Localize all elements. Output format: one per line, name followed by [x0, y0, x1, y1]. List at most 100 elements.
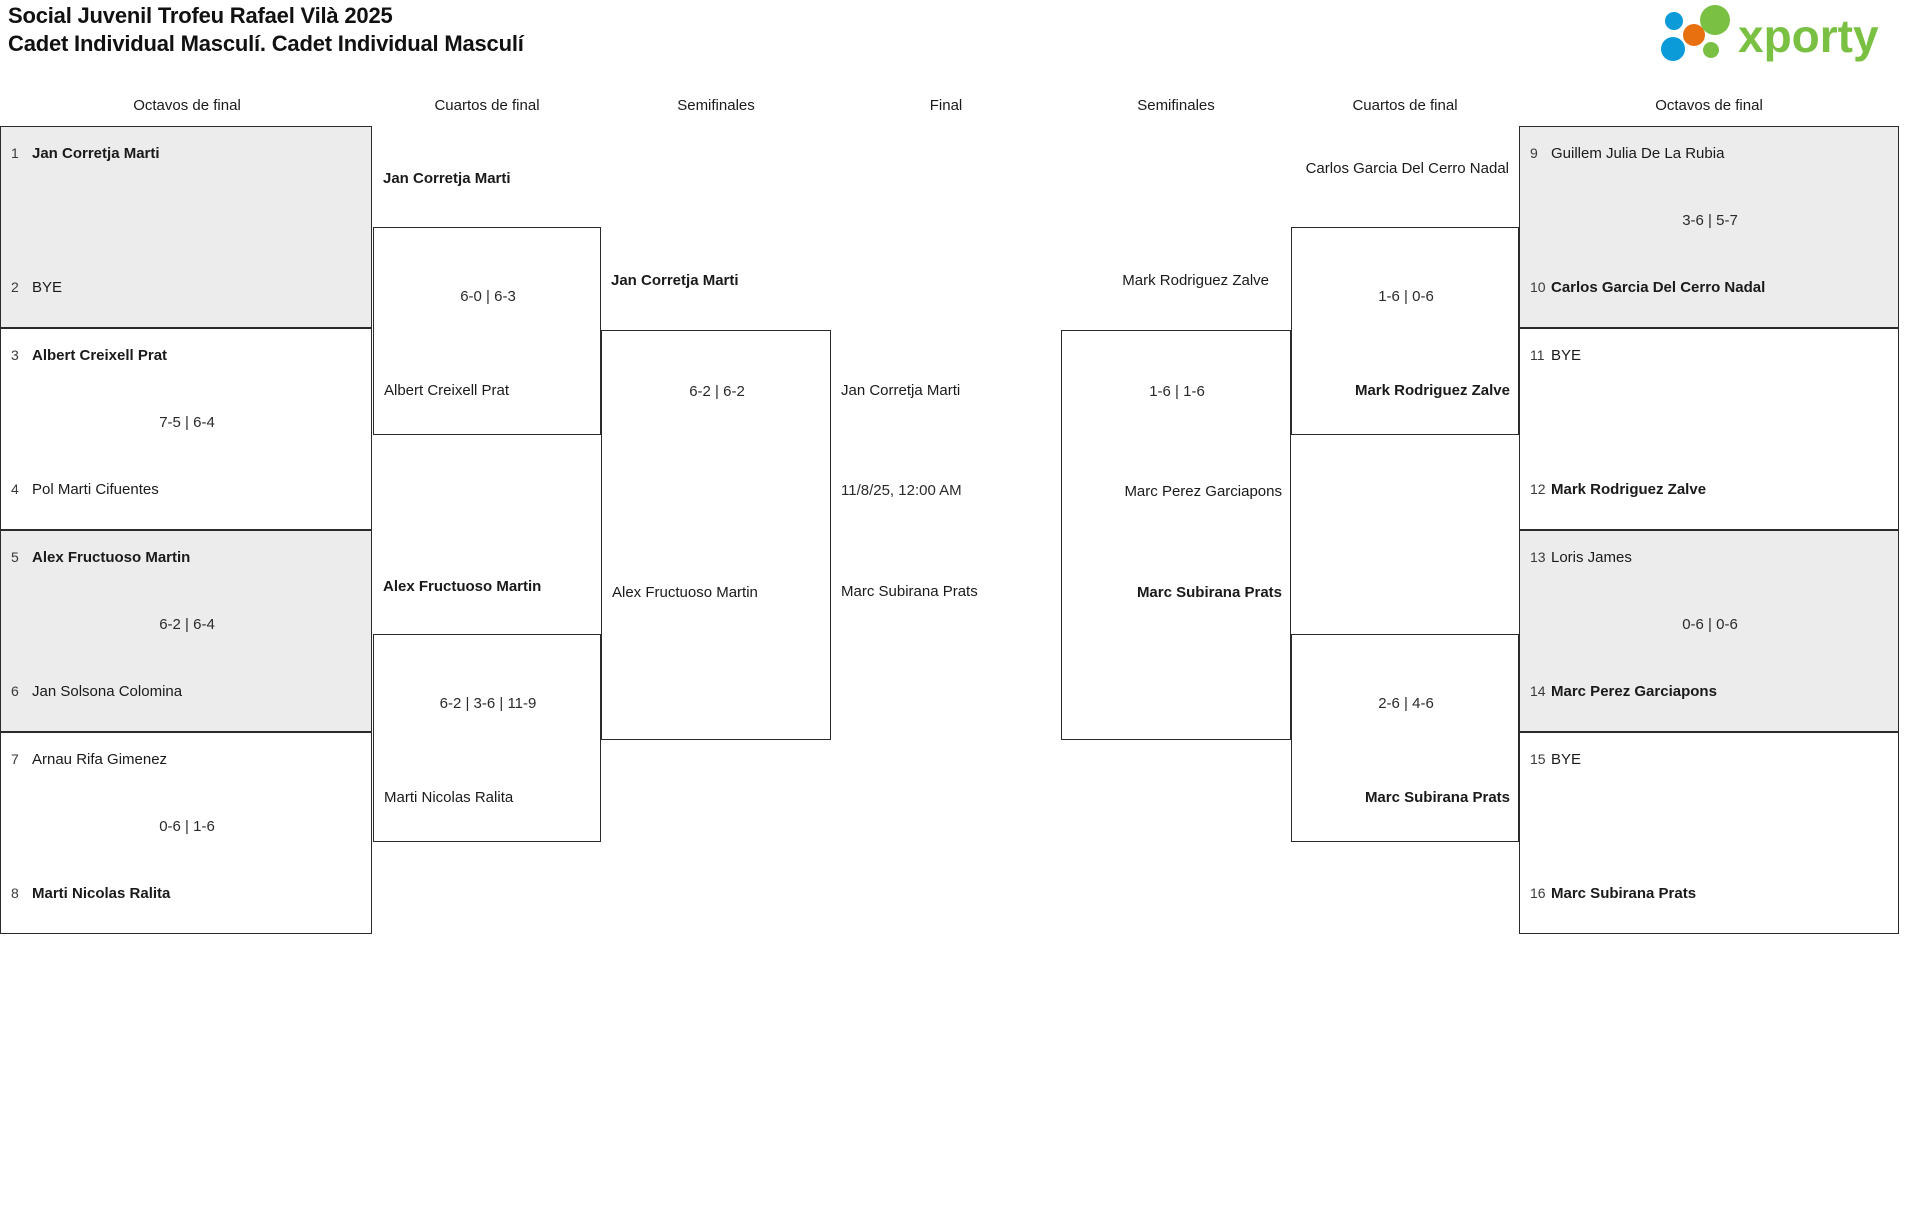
qf-opponent-name: Albert Creixell Prat: [384, 382, 510, 399]
logo-dot-green-large: [1700, 5, 1730, 35]
right-sf-bottom-name: Marc Perez Garciapons: [1124, 483, 1282, 500]
seed-number: 13: [1530, 549, 1546, 565]
match-box-sf-right[interactable]: 1-6 | 1-6 Marc Perez Garciapons Marc Sub…: [1061, 330, 1291, 740]
match-score: 0-6 | 1-6: [159, 818, 215, 835]
player-name: Marti Nicolas Ralita: [32, 885, 171, 902]
page-header: Social Juvenil Trofeu Rafael Vilà 2025 C…: [0, 0, 1920, 72]
right-sf-top-name: Carlos Garcia Del Cerro Nadal: [1305, 160, 1509, 177]
player-slot[interactable]: 11 BYE: [1530, 347, 1581, 364]
seed-number: 4: [11, 481, 19, 497]
qf-advancer-name: Marc Subirana Prats: [1364, 789, 1510, 806]
player-name: Guillem Julia De La Rubia: [1551, 145, 1725, 162]
seed-number: 8: [11, 885, 19, 901]
player-slot[interactable]: 10 Carlos Garcia Del Cerro Nadal: [1530, 279, 1765, 296]
round-header-right-r16: Octavos de final: [1655, 97, 1763, 114]
round-header-right-qf: Cuartos de final: [1352, 97, 1458, 114]
player-slot[interactable]: 4 Pol Marti Cifuentes: [11, 481, 159, 498]
match-score: 6-2 | 3-6 | 11-9: [439, 695, 537, 712]
seed-number: 14: [1530, 683, 1546, 699]
player-slot[interactable]: 1 Jan Corretja Marti: [11, 145, 160, 162]
seed-number: 1: [11, 145, 19, 161]
match-score: 6-2 | 6-2: [689, 383, 745, 400]
player-name: Jan Solsona Colomina: [32, 683, 183, 700]
player-slot[interactable]: 3 Albert Creixell Prat: [11, 347, 167, 364]
player-slot[interactable]: 8 Marti Nicolas Ralita: [11, 885, 170, 902]
match-box-r16-4[interactable]: 7 Arnau Rifa Gimenez 8 Marti Nicolas Ralit…: [0, 732, 372, 934]
seed-number: 12: [1530, 481, 1546, 497]
logo-wordmark: xporty: [1738, 10, 1879, 62]
player-name: BYE: [1551, 347, 1582, 364]
match-box-sf-left[interactable]: 6-2 | 6-2 Alex Fructuoso Martin: [601, 330, 831, 740]
seed-number: 2: [11, 279, 19, 295]
match-box-r16-1[interactable]: 1 Jan Corretja Marti 2 BYE: [0, 126, 372, 328]
match-score: 1-6 | 1-6: [1149, 383, 1205, 400]
player-name: Alex Fructuoso Martin: [32, 549, 191, 566]
player-name: BYE: [32, 279, 63, 296]
player-slot[interactable]: 16 Marc Subirana Prats: [1530, 885, 1696, 902]
round-header-left-qf: Cuartos de final: [434, 97, 540, 114]
match-box-qf-left-1[interactable]: 6-0 | 6-3 Albert Creixell Prat: [373, 227, 601, 435]
seed-number: 7: [11, 751, 19, 767]
player-name: Jan Corretja Marti: [32, 145, 160, 162]
player-slot[interactable]: 5 Alex Fructuoso Martin: [11, 549, 190, 566]
qf-advancer-name: Jan Corretja Marti: [383, 170, 511, 187]
match-box-qf-left-2[interactable]: 6-2 | 3-6 | 11-9 Marti Nicolas Ralita: [373, 634, 601, 842]
logo-dot-blue-large: [1661, 37, 1685, 61]
seed-number: 6: [11, 683, 19, 699]
tournament-subtitle: Cadet Individual Masculí. Cadet Individu…: [8, 31, 524, 56]
match-score: 6-0 | 6-3: [460, 288, 516, 305]
round-header-final: Final: [929, 97, 963, 114]
player-slot[interactable]: 13 Loris James: [1530, 549, 1632, 566]
player-slot[interactable]: 9 Guillem Julia De La Rubia: [1530, 145, 1724, 162]
right-sf-top-name-clip: Carlos Garcia Del Cerro Nadal: [1061, 160, 1519, 186]
match-box-qf-right-2[interactable]: 2-6 | 4-6 Marc Subirana Prats: [1291, 634, 1519, 842]
match-box-r16-9[interactable]: 9 Guillem Julia De La Rubia 10 Carlos Garc…: [1519, 126, 1899, 328]
xporty-logo-svg: xporty: [1661, 5, 1879, 62]
match-score: 2-6 | 4-6: [1378, 695, 1434, 712]
match-box-final[interactable]: Jan Corretja Marti 11/8/25, 12:00 AM Mar…: [831, 330, 1061, 740]
player-slot[interactable]: 14 Marc Perez Garciapons: [1530, 683, 1717, 700]
player-name: Carlos Garcia Del Cerro Nadal: [1551, 279, 1766, 296]
seed-number: 9: [1530, 145, 1538, 161]
player-name: Pol Marti Cifuentes: [32, 481, 159, 498]
match-score: 7-5 | 6-4: [159, 414, 215, 431]
match-box-r16-2[interactable]: 3 Albert Creixell Prat 4 Pol Marti Cifuent…: [0, 328, 372, 530]
match-score: 3-6 | 5-7: [1682, 212, 1738, 229]
player-slot[interactable]: 2 BYE: [11, 279, 62, 296]
seed-number: 15: [1530, 751, 1546, 767]
right-sf-winner-name: Marc Subirana Prats: [1136, 584, 1282, 601]
match-box-r16-3[interactable]: 5 Alex Fructuoso Martin 6 Jan Solsona Colo…: [0, 530, 372, 732]
match-box-r16-10[interactable]: 11 BYE 12 Mark Rodriguez Zalve: [1519, 328, 1899, 530]
match-box-qf-right-1[interactable]: 1-6 | 0-6 Mark Rodriguez Zalve: [1291, 227, 1519, 435]
round-header-left-sf: Semifinales: [677, 97, 755, 114]
seed-number: 11: [1530, 347, 1545, 363]
match-score: 6-2 | 6-4: [159, 616, 215, 633]
player-slot[interactable]: 7 Arnau Rifa Gimenez: [11, 751, 167, 768]
match-box-r16-11[interactable]: 13 Loris James 14 Marc Perez Garciapons 0-…: [1519, 530, 1899, 732]
player-name: Albert Creixell Prat: [32, 347, 168, 364]
match-score: 0-6 | 0-6: [1682, 616, 1738, 633]
seed-number: 16: [1530, 885, 1546, 901]
qf-opponent-name: Marti Nicolas Ralita: [384, 789, 514, 806]
player-name: Marc Subirana Prats: [1551, 885, 1697, 902]
seed-number: 5: [11, 549, 19, 565]
qf-advancer-name: Mark Rodriguez Zalve: [1354, 382, 1510, 399]
qf-advancer-name: Alex Fructuoso Martin: [383, 578, 542, 595]
round-header-right-sf: Semifinales: [1137, 97, 1215, 114]
seed-number: 3: [11, 347, 19, 363]
match-score: 1-6 | 0-6: [1378, 288, 1434, 305]
player-name: Marc Perez Garciapons: [1551, 683, 1717, 700]
seed-number: 10: [1530, 279, 1546, 295]
final-top-name: Jan Corretja Marti: [841, 382, 961, 399]
xporty-logo[interactable]: xporty: [1650, 4, 1910, 64]
final-bottom-name: Marc Subirana Prats: [841, 583, 978, 600]
player-slot[interactable]: 6 Jan Solsona Colomina: [11, 683, 182, 700]
player-name: Loris James: [1551, 549, 1632, 566]
player-name: Mark Rodriguez Zalve: [1551, 481, 1707, 498]
logo-dot-blue-small: [1665, 12, 1683, 30]
tournament-title: Social Juvenil Trofeu Rafael Vilà 2025: [8, 3, 393, 28]
player-name: Arnau Rifa Gimenez: [32, 751, 168, 768]
player-slot[interactable]: 12 Mark Rodriguez Zalve: [1530, 481, 1706, 498]
